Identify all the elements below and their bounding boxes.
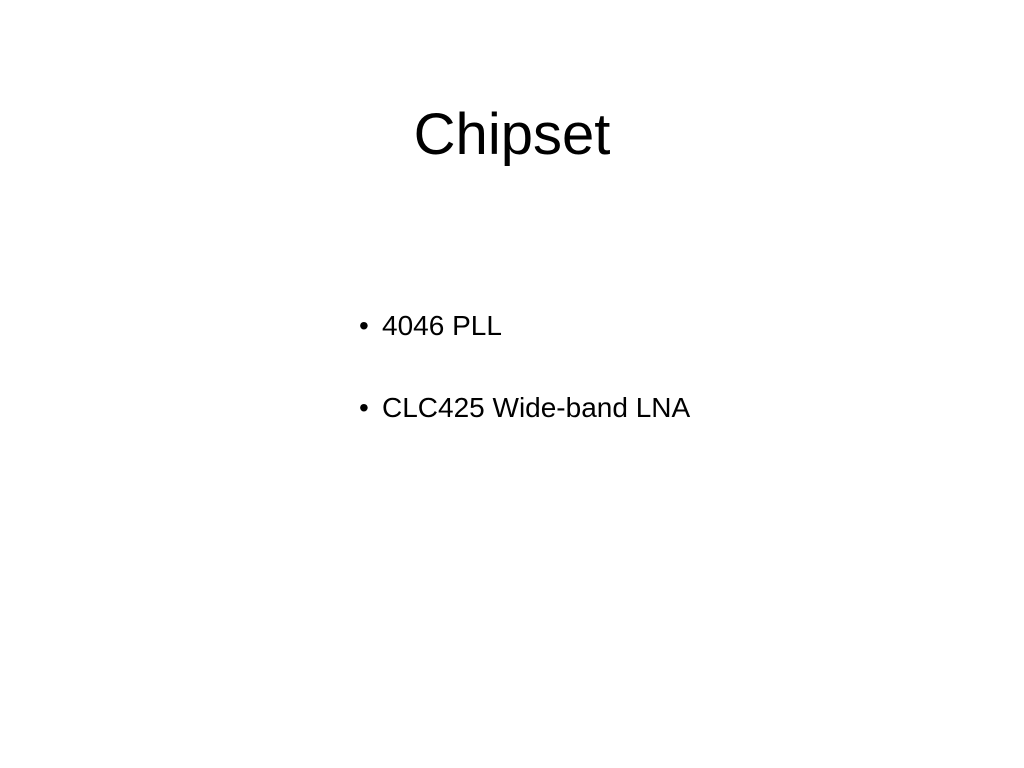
bullet-marker: • <box>359 392 369 423</box>
bullet-text-clc425-lna: CLC425 Wide-band LNA <box>382 392 691 423</box>
slide-title: Chipset <box>413 102 611 167</box>
bullet-marker: • <box>359 310 369 341</box>
bullet-text-4046-pll: 4046 PLL <box>382 310 502 341</box>
list-item: • 4046 PLL <box>359 306 690 346</box>
list-item: • CLC425 Wide-band LNA <box>359 388 690 428</box>
bullet-list: • 4046 PLL • CLC425 Wide-band LNA <box>359 306 690 470</box>
